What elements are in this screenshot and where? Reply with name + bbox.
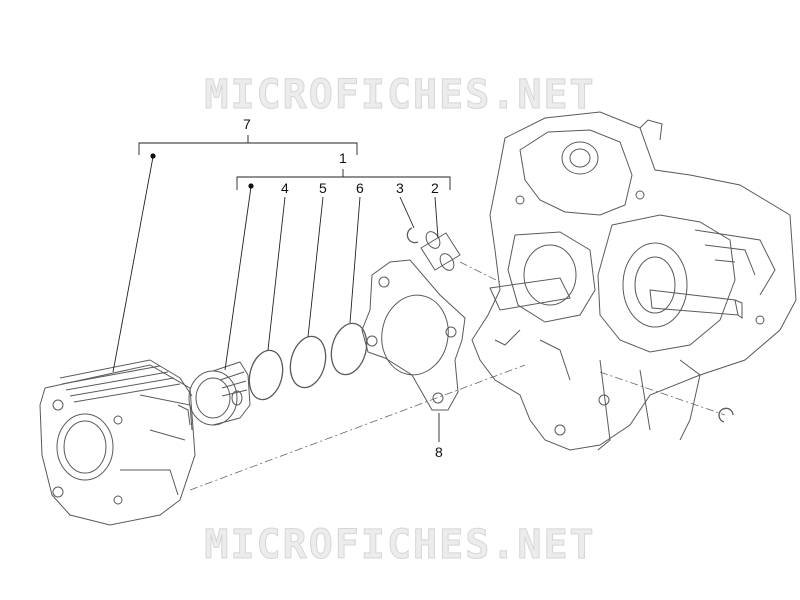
dot-1 (248, 183, 254, 189)
piston (188, 361, 251, 426)
bracket-1 (236, 176, 451, 190)
callout-1: 1 (339, 150, 347, 166)
watermark-top: MICROFICHES.NET (204, 72, 596, 119)
circlip-3 (406, 227, 419, 244)
axis-circlip (599, 371, 726, 416)
wrist-pin (420, 231, 461, 271)
leader-cylinder (112, 156, 154, 373)
crankcase (471, 111, 797, 451)
callout-8: 8 (435, 444, 443, 460)
leader-2 (434, 196, 439, 239)
piston-ring-6 (330, 322, 368, 376)
base-gasket (361, 259, 466, 411)
cylinder (39, 359, 196, 526)
callout-7: 7 (243, 116, 251, 132)
leader-4 (267, 196, 286, 351)
dot-7 (150, 153, 156, 159)
piston-ring-4 (248, 349, 284, 401)
callout-6: 6 (356, 180, 364, 196)
axis-wrist-pin (459, 261, 501, 283)
callout-2: 2 (431, 180, 439, 196)
piston-ring-5 (289, 335, 327, 389)
callout-5: 5 (319, 180, 327, 196)
axis-cylinder (189, 364, 526, 491)
leader-piston (224, 186, 252, 371)
watermark-bottom: MICROFICHES.NET (204, 522, 596, 569)
callout-4: 4 (281, 180, 289, 196)
circlip-right (718, 407, 734, 423)
callout-3: 3 (396, 180, 404, 196)
leader-5 (307, 196, 324, 338)
leader-6 (349, 196, 361, 324)
bracket-7 (138, 142, 358, 155)
leader-3 (399, 196, 415, 229)
